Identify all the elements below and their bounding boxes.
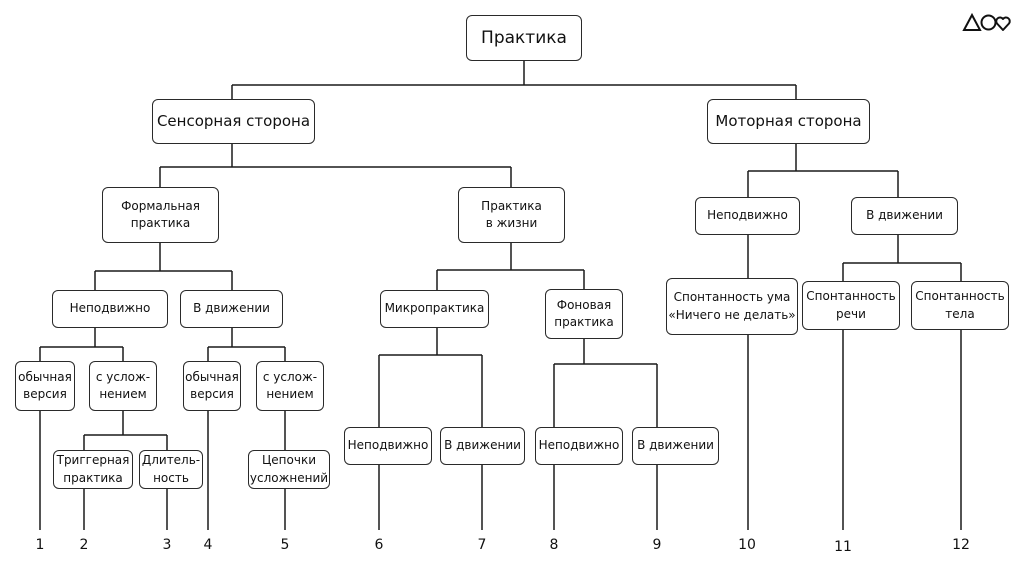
node-complication-chains: Цепочки усложнений xyxy=(248,450,330,489)
logo-icon xyxy=(962,10,1012,38)
leaf-number-4: 4 xyxy=(203,537,213,553)
leaf-number-8: 8 xyxy=(549,537,559,553)
node-sensory-side: Сенсорная сторона xyxy=(152,99,315,144)
node-motor-side: Моторная сторона xyxy=(707,99,870,144)
leaf-number-6: 6 xyxy=(374,537,384,553)
node-with-complication-still: с услож- нением xyxy=(89,361,157,411)
node-with-complication-motion: с услож- нением xyxy=(256,361,324,411)
leaf-number-7: 7 xyxy=(477,537,487,553)
leaf-number-5: 5 xyxy=(280,537,290,553)
leaf-number-1: 1 xyxy=(35,537,45,553)
leaf-number-3: 3 xyxy=(162,537,172,553)
node-micro-still: Неподвижно xyxy=(344,427,432,465)
node-spontaneity-speech: Спонтанность речи xyxy=(802,281,900,330)
node-spontaneity-mind: Спонтанность ума «Ничего не делать» xyxy=(666,278,798,335)
node-background-in-motion: В движении xyxy=(632,427,719,465)
node-formal-still: Неподвижно xyxy=(52,290,168,328)
node-formal-practice: Формальная практика xyxy=(102,187,219,243)
leaf-number-9: 9 xyxy=(652,537,662,553)
leaf-number-2: 2 xyxy=(79,537,89,553)
leaf-number-11: 11 xyxy=(834,539,852,555)
node-duration: Длитель- ность xyxy=(139,450,203,489)
node-regular-version-motion: обычная версия xyxy=(183,361,241,411)
node-background-still: Неподвижно xyxy=(535,427,623,465)
node-practice-in-life: Практика в жизни xyxy=(458,187,565,243)
node-micro-in-motion: В движении xyxy=(440,427,525,465)
node-trigger-practice: Триггерная практика xyxy=(53,450,133,489)
node-spontaneity-body: Спонтанность тела xyxy=(911,281,1009,330)
node-formal-in-motion: В движении xyxy=(180,290,283,328)
leaf-number-12: 12 xyxy=(952,537,970,553)
node-motor-still: Неподвижно xyxy=(695,197,800,235)
node-motor-in-motion: В движении xyxy=(851,197,958,235)
leaf-number-10: 10 xyxy=(738,537,756,553)
node-practice: Практика xyxy=(466,15,582,61)
node-regular-version-still: обычная версия xyxy=(15,361,75,411)
node-background-practice: Фоновая практика xyxy=(545,289,623,339)
node-micropractice: Микропрактика xyxy=(380,290,489,328)
